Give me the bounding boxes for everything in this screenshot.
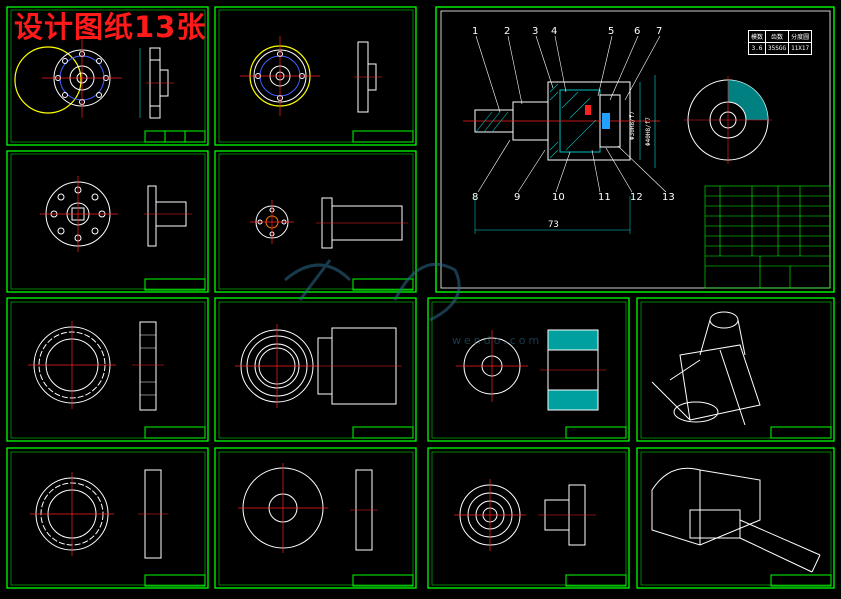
drawing-sheet-8-isometric (636, 297, 835, 442)
drawing-sheet-5 (6, 297, 209, 442)
spec-value-cell: 11X17 (788, 42, 813, 55)
title-block (144, 130, 206, 143)
gear-side-view (139, 47, 174, 119)
drawing-sheet-1 (6, 6, 209, 146)
spec-header-cell: 分度圆 (788, 30, 813, 43)
spec-table-header: 模数齿数分度圆 (747, 30, 813, 43)
drawing-sheet-12-isometric (636, 447, 835, 589)
drawing-sheet-2 (214, 6, 417, 146)
dim-width: 73 (548, 220, 559, 230)
part-label: 3 (532, 26, 538, 37)
gear-front-view (14, 38, 122, 118)
watermark-text: wendo.com (452, 334, 543, 347)
dim-vertical-1: Φ30H8/f7 (629, 111, 636, 140)
part-label: 1 (472, 26, 478, 37)
drawing-sheet-10 (214, 447, 417, 589)
part-label: 8 (472, 192, 478, 203)
part-label: 2 (504, 26, 510, 37)
watermark-logo (284, 259, 461, 322)
assembly-side-view (684, 76, 772, 164)
spec-header-cell: 模数 (747, 30, 767, 43)
part-label: 9 (514, 192, 520, 203)
banner-title: 设计图纸13张 (14, 10, 207, 44)
part-label: 10 (552, 192, 565, 203)
drawing-sheet-4 (214, 150, 417, 293)
part-label: 13 (662, 192, 675, 203)
drawing-sheet-6 (214, 297, 417, 442)
spec-value-cell: 3.6 (747, 42, 767, 55)
spec-value-cell: 35SGG (765, 42, 790, 55)
spec-header-cell: 齿数 (765, 30, 790, 43)
part-label: 11 (598, 192, 611, 203)
drawing-sheet-3 (6, 150, 209, 293)
part-label: 5 (608, 26, 614, 37)
drawing-sheet-7 (427, 297, 630, 442)
drawing-sheet-9 (6, 447, 209, 589)
drawing-sheet-11 (427, 447, 630, 589)
part-label: 12 (630, 192, 643, 203)
bill-of-materials (704, 185, 831, 289)
part-label: 6 (634, 26, 640, 37)
part-label: 7 (656, 26, 662, 37)
part-label: 4 (551, 26, 557, 37)
dim-vertical-2: Φ40H8/f7 (645, 117, 652, 146)
